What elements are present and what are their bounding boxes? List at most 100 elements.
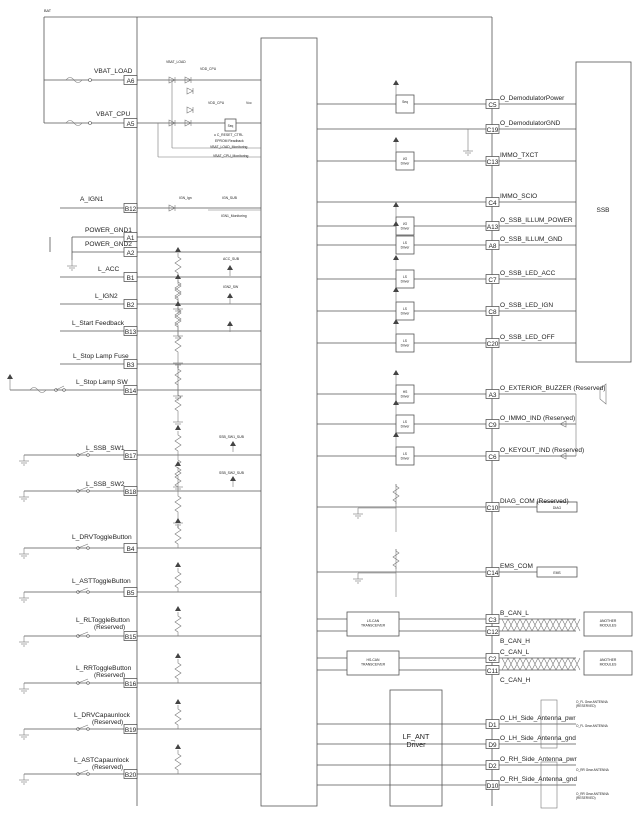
internal-label: VBAT_CPU_Monitoring	[213, 154, 248, 158]
pin-c2: C2	[488, 656, 497, 663]
resistor-icon	[174, 431, 182, 455]
buzzer-icon	[599, 383, 607, 405]
supply-arrow-icon	[393, 319, 399, 324]
input-label-reserved: (Reserved)	[92, 764, 123, 771]
terminal-icon	[88, 78, 92, 82]
regulator-label: Seq	[228, 124, 234, 128]
pin-c4: C4	[488, 200, 497, 207]
switch-contact-icon	[86, 590, 90, 594]
external-module-box	[536, 566, 578, 578]
pin-a5-box	[123, 118, 138, 128]
pin-b20-box	[123, 769, 138, 779]
diode-icon	[186, 87, 194, 95]
internal-label: IGN_SUB	[222, 196, 238, 200]
pin-b17-box	[123, 450, 138, 460]
driver-box	[395, 235, 415, 255]
pin-c6: C6	[488, 454, 497, 461]
supply-arrow-icon	[230, 441, 236, 446]
can-transceiver-box	[346, 650, 400, 676]
supply-arrow-icon	[175, 606, 181, 611]
output-label-o-immo-ind-reserved-: O_IMMO_IND (Reserved)	[500, 415, 575, 422]
pin-b2: B2	[127, 302, 135, 309]
driver-box	[395, 151, 415, 171]
output-label-o-lh-side-antenna-pwr: O_LH_Side_Antenna_pwr	[500, 715, 576, 722]
fuse-icon	[65, 77, 83, 83]
resistor-icon	[174, 304, 182, 330]
supply-arrow-icon	[175, 425, 181, 430]
internal-label: VDD_CPU	[200, 67, 217, 71]
pin-b19: B19	[125, 727, 137, 734]
pin-b5-box	[123, 587, 138, 597]
output-label-ems-com: EMS_COM	[500, 563, 533, 570]
input-label-l-astcapaunlock: L_ASTCapaunlock	[74, 757, 130, 764]
switch-lever-icon	[77, 587, 89, 593]
pin-b14: B14	[125, 388, 137, 395]
pin-c8-box	[485, 306, 500, 316]
input-label-l-ssb-sw2: L_SSB_SW2	[86, 481, 125, 488]
pin-c8: C8	[488, 309, 497, 316]
resistor-icon	[174, 750, 182, 774]
antenna-note: O_RR Gear ANTENNA(RESERVED)	[576, 792, 610, 800]
input-label-vbat-load: VBAT_LOAD	[94, 68, 133, 75]
pin-a1: A1	[127, 235, 135, 242]
pin-a2-box	[123, 247, 138, 257]
supply-arrow-icon	[175, 461, 181, 466]
pin-c6-box	[485, 451, 500, 461]
input-label-l-asttogglebutton: L_ASTToggleButton	[72, 578, 131, 585]
input-label-reserved: (Reserved)	[92, 719, 123, 726]
pin-b13: B13	[125, 329, 137, 336]
pin-b16: B16	[125, 681, 137, 688]
input-label-l-drvcapaunlock: L_DRVCapaunlock	[74, 712, 131, 719]
driver-box	[395, 384, 415, 404]
led-icon	[559, 452, 567, 460]
pin-b15: B15	[125, 634, 137, 641]
output-label-o-ssb-led-off: O_SSB_LED_OFF	[500, 334, 555, 341]
pin-c5: C5	[488, 102, 497, 109]
switch-contact-icon	[86, 546, 90, 550]
pin-a3-box	[485, 389, 500, 399]
input-label-a-ign1: A_IGN1	[80, 196, 104, 203]
output-label-immo-scio: IMMO_SCIO	[500, 193, 537, 200]
pin-c3: C3	[488, 617, 497, 624]
output-label-c-can-l: C_CAN_L	[500, 649, 530, 656]
switch-lever-icon	[77, 543, 89, 549]
pin-a5: A5	[127, 121, 135, 128]
diode-icon	[168, 204, 176, 212]
output-label-b-can-l: B_CAN_L	[500, 610, 529, 617]
supply-arrow-icon	[175, 744, 181, 749]
supply-arrow-icon	[175, 699, 181, 704]
output-label-b-can-h: B_CAN_H	[500, 638, 530, 645]
output-label-o-ssb-illum-power: O_SSB_ILLUM_POWER	[500, 217, 573, 224]
switch-contact-icon	[86, 489, 90, 493]
pin-c2-box	[485, 653, 500, 663]
terminal-icon	[88, 121, 92, 125]
resistor-icon	[174, 277, 182, 303]
antenna-note: O_FL Gear ANTENNA	[576, 724, 609, 728]
module-frame	[43, 16, 632, 807]
pin-b15-box	[123, 631, 138, 641]
resistor-icon	[174, 390, 182, 416]
resistor-icon	[174, 705, 182, 729]
internal-label: VBAT_LOAD	[166, 60, 186, 64]
pin-c19-box	[485, 124, 500, 134]
pin-b18: B18	[125, 489, 137, 496]
diode-icon	[184, 119, 192, 127]
external-module-box	[536, 501, 578, 513]
pin-a6-box	[123, 75, 138, 85]
supply-arrow-icon	[175, 653, 181, 658]
input-label-power-gnd1: POWER_GND1	[85, 227, 132, 234]
led-icon	[559, 420, 567, 428]
antenna-loop	[540, 761, 558, 809]
switch-contact-icon	[86, 453, 90, 457]
pin-b2-box	[123, 299, 138, 309]
input-label-l-acc: L_ACC	[98, 266, 119, 273]
supply-arrow-icon	[175, 301, 181, 306]
pin-c13-box	[485, 156, 500, 166]
antenna-note: O_RR Gear ANTENNA	[576, 768, 610, 772]
switch-lever-icon	[77, 486, 89, 492]
supply-arrow-icon	[393, 80, 399, 85]
driver-box	[395, 333, 415, 353]
